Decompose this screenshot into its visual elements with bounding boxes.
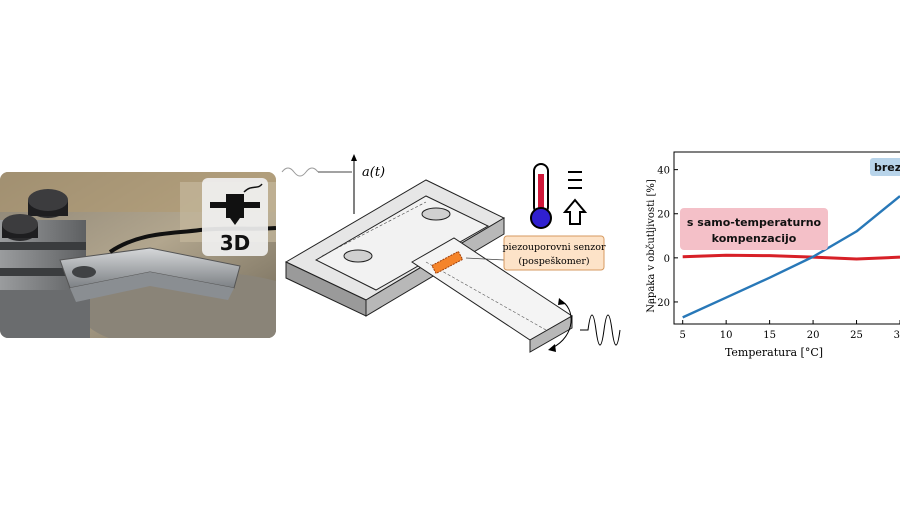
sensor-schematic: a(t) piezouporovni senzor (p: [276, 140, 642, 372]
sensor-photo: 3D: [0, 172, 276, 338]
sensor-label-line1: piezouporovni senzor: [502, 242, 606, 253]
sensitivity-error-chart: 5 10 15 20 25 30 −20 0 20 40 Temperatura [°C] Nap…: [642, 140, 900, 372]
y-tick-label: −20: [649, 298, 670, 309]
x-axis-label: Temperatura [°C]: [725, 346, 823, 359]
sensor-label-box: piezouporovni senzor (pospeškomer): [502, 235, 606, 271]
legend-with-comp-line1: s samo-temperaturno: [687, 216, 822, 229]
plot-border: [673, 151, 900, 325]
x-tick-label: 15: [763, 330, 776, 341]
x-tick-label: 10: [720, 330, 733, 341]
series-line-with-compensation: [682, 253, 900, 261]
series-lines: [682, 195, 900, 319]
legend-with-comp-line2: kompenzacijo: [712, 232, 797, 245]
thermometer-icon: [530, 163, 552, 229]
3d-printer-icon: 3D: [202, 178, 268, 256]
legend-with-compensation: s samo-temperaturno kompenzacijo: [680, 208, 828, 250]
plot-frame: [673, 151, 900, 325]
y-tick-label: 0: [664, 254, 670, 265]
x-tick-label: 25: [850, 330, 863, 341]
sensor-label-line2: (pospeškomer): [518, 256, 589, 267]
legend-without-comp: brez: [874, 161, 900, 174]
bolt-heads: [2, 189, 68, 241]
y-tick-label: 20: [657, 210, 670, 221]
rotation-arrow-icon: [548, 298, 621, 352]
heat-lines-icon: [568, 171, 582, 189]
y-tick-label: 40: [657, 166, 670, 177]
acceleration-signal: a(t): [281, 154, 385, 214]
y-axis-label: Napaka v občutljivosti [%]: [646, 179, 657, 313]
x-tick-label: 30: [894, 330, 900, 341]
printed-sensor: [59, 247, 241, 302]
svg-text:3D: 3D: [220, 231, 251, 255]
series-line-without-compensation: [682, 195, 900, 319]
piezoresistive-sensor-element: [431, 250, 464, 275]
x-tick-label: 20: [807, 330, 820, 341]
legend-without-compensation: brez: [870, 158, 900, 176]
arrow-up-icon: [562, 198, 588, 225]
x-tick-label: 5: [680, 330, 686, 341]
axis-ticks: 5 10 15 20 25 30 −20 0 20 40: [649, 166, 900, 341]
signal-label: a(t): [362, 165, 385, 180]
